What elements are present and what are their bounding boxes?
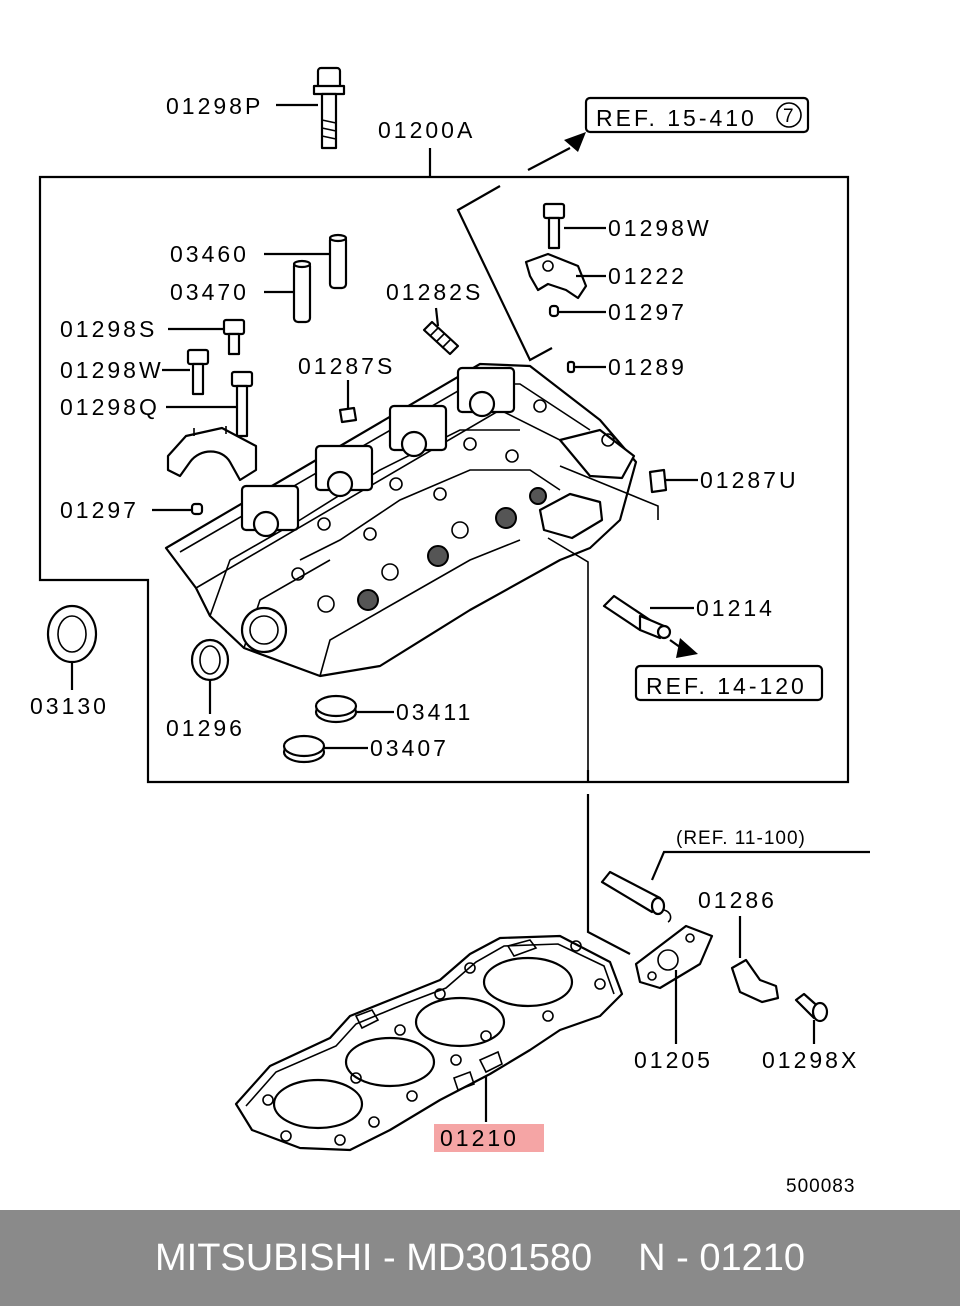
- ref-15-410-box: [584, 96, 810, 134]
- pin-01297-top-icon: [548, 304, 560, 318]
- assembly-frame: [38, 175, 850, 784]
- label-01210: 01210: [440, 1125, 519, 1151]
- ref-14-120-box: [634, 664, 824, 702]
- label-ref-15-410: REF. 15-410: [596, 105, 757, 131]
- brand-part-number: MITSUBISHI - MD301580: [154, 1236, 593, 1279]
- label-01205: 01205: [634, 1047, 713, 1073]
- label-ref-14-120: REF. 14-120: [646, 673, 807, 699]
- bolt-01298S-icon: [222, 318, 246, 356]
- label-01298W-top: 01298W: [608, 215, 712, 241]
- plug-01287S-icon: [338, 406, 358, 424]
- pin-01297-left-icon: [190, 502, 204, 516]
- bolt-01298P-icon: [312, 66, 346, 150]
- sensor-01214-icon: [602, 594, 672, 640]
- label-01297-left: 01297: [60, 497, 139, 523]
- valve-guide-03470-icon: [292, 259, 312, 324]
- valve-guide-03460-icon: [328, 233, 348, 290]
- diagram-number: 500083: [786, 1176, 855, 1197]
- label-01282S: 01282S: [386, 279, 483, 305]
- stud-01282S-icon: [422, 320, 460, 356]
- gasket-01205-icon: [634, 924, 714, 990]
- cylinder-head-icon: [164, 362, 638, 678]
- bolt-01298W-icon: [542, 202, 566, 250]
- diagram-part-code: N - 01210: [638, 1236, 806, 1279]
- part-info-footer: MITSUBISHI - MD301580 N - 01210: [0, 1210, 960, 1306]
- label-ref-15-410-circle: 7: [783, 106, 795, 127]
- arrow-ref-15-410-icon: [564, 132, 586, 152]
- label-03407: 03407: [370, 735, 449, 761]
- seal-03130-icon: [46, 604, 98, 664]
- label-03470: 03470: [170, 279, 249, 305]
- highlight-01210: [434, 1124, 544, 1152]
- sealant-tube-icon: [600, 870, 672, 923]
- label-01297-top: 01297: [608, 299, 687, 325]
- label-01298S: 01298S: [60, 316, 157, 342]
- bolt-01298W-left-icon: [186, 348, 210, 396]
- label-01286: 01286: [698, 887, 777, 913]
- label-01200A: 01200A: [378, 117, 475, 143]
- label-01296: 01296: [166, 715, 245, 741]
- label-01287U: 01287U: [700, 467, 799, 493]
- seal-03407-icon: [282, 734, 326, 764]
- bolt-01298Q-icon: [230, 370, 254, 438]
- cam-cap-icon: [166, 426, 258, 482]
- label-01298Q: 01298Q: [60, 394, 160, 420]
- label-01298X: 01298X: [762, 1047, 859, 1073]
- label-01298W-left: 01298W: [60, 357, 164, 383]
- label-03411: 03411: [396, 699, 473, 725]
- bracket-01286-icon: [730, 958, 780, 1004]
- head-gasket-01210-icon: [234, 934, 624, 1152]
- ring-01296-icon: [190, 638, 230, 682]
- label-01214: 01214: [696, 595, 775, 621]
- seal-03411-icon: [314, 694, 358, 724]
- parts-diagram: 01298P 01200A REF. 15-410 7 01298W 01222…: [30, 66, 870, 1197]
- pin-01289-icon: [566, 360, 576, 374]
- label-03460: 03460: [170, 241, 249, 267]
- label-01298P: 01298P: [166, 93, 263, 119]
- bolt-01298X-icon: [794, 992, 829, 1023]
- label-03130: 03130: [30, 693, 109, 719]
- plug-01287U-icon: [648, 468, 668, 494]
- arrow-ref-14-120-icon: [676, 638, 698, 658]
- label-ref-11-100: (REF. 11-100): [676, 828, 806, 849]
- label-01289: 01289: [608, 354, 687, 380]
- label-01287S: 01287S: [298, 353, 395, 379]
- bracket-01222-icon: [524, 252, 588, 300]
- label-01222: 01222: [608, 263, 687, 289]
